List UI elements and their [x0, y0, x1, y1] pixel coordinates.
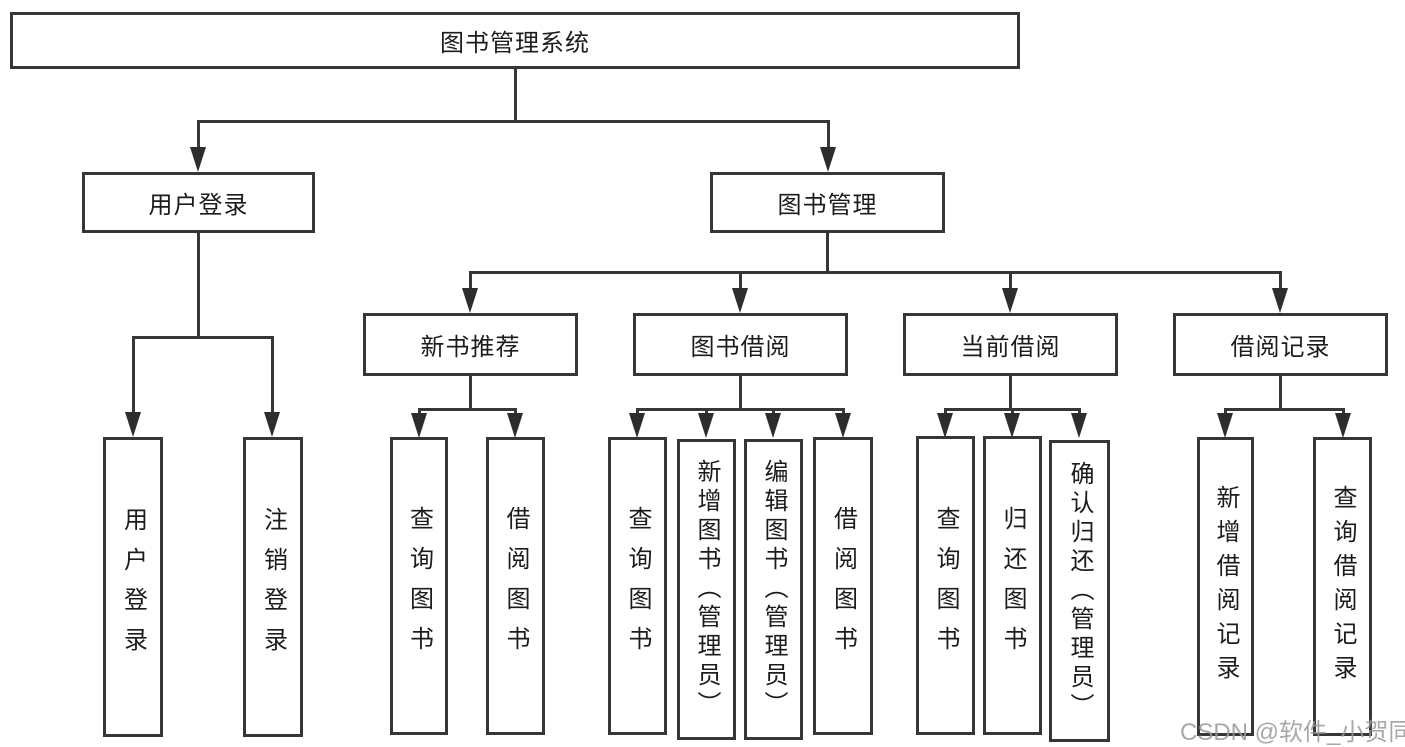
arrow-down-icon	[462, 288, 478, 313]
connector-stem	[1279, 376, 1282, 410]
leaf-user-login: 用户登录	[103, 437, 163, 737]
connector-root-right-drop	[827, 120, 830, 152]
connector-user-login-bar	[132, 336, 274, 339]
node-borrowing-records: 借阅记录	[1173, 313, 1388, 376]
arrow-down-icon	[937, 413, 953, 438]
arrow-down-icon	[125, 412, 141, 437]
arrow-down-icon	[1217, 413, 1233, 438]
arrow-down-icon	[1071, 413, 1087, 438]
connector-drop	[1224, 408, 1227, 416]
connector-drop	[944, 408, 947, 416]
leaf-query-borrow-record: 查询借阅记录	[1313, 437, 1372, 736]
arrow-down-icon	[1002, 288, 1018, 313]
arrow-down-icon	[732, 288, 748, 313]
arrow-down-icon	[190, 147, 206, 172]
arrow-down-icon	[1272, 288, 1288, 313]
connector-drop	[1279, 271, 1282, 291]
connector-drop	[271, 336, 274, 416]
leaf-query-books: 查询图书	[608, 437, 667, 735]
connector-stem	[739, 376, 742, 410]
leaf-borrow-books: 借阅图书	[486, 437, 545, 735]
node-current-borrowing: 当前借阅	[903, 313, 1118, 376]
node-user-login: 用户登录	[82, 172, 315, 233]
connector-drop	[772, 408, 775, 416]
arrow-down-icon	[1335, 413, 1351, 438]
arrow-down-icon	[835, 413, 851, 438]
connector-drop	[469, 271, 472, 291]
connector-root-bar	[197, 120, 830, 123]
leaf-confirm-return-admin: 确认归还（管理员）	[1049, 440, 1110, 742]
arrow-down-icon	[1004, 413, 1020, 438]
leaf-add-borrow-record: 新增借阅记录	[1197, 437, 1254, 736]
arrow-down-icon	[765, 413, 781, 438]
leaf-return-books: 归还图书	[983, 436, 1042, 735]
connector-user-login-stem	[197, 233, 200, 338]
connector-drop	[1009, 271, 1012, 291]
leaf-query-books: 查询图书	[916, 436, 975, 735]
connector-drop	[705, 408, 708, 416]
arrow-down-icon	[629, 413, 645, 438]
leaf-add-books-admin: 新增图书（管理员）	[677, 439, 736, 740]
connector-drop	[1078, 408, 1081, 416]
leaf-borrow-books: 借阅图书	[813, 437, 873, 735]
csdn-watermark: CSDN @软件_小贺同学	[1180, 719, 1405, 746]
connector-stem	[469, 376, 472, 410]
connector-drop	[1342, 408, 1345, 416]
arrow-down-icon	[264, 412, 280, 437]
connector-stem	[1009, 376, 1012, 410]
node-library-management-system: 图书管理系统	[10, 12, 1020, 69]
node-book-management: 图书管理	[710, 172, 945, 233]
connector-root-left-drop	[197, 120, 200, 152]
connector-drop	[739, 271, 742, 291]
connector-book-mgmt-bar	[469, 271, 1282, 274]
connector-drop	[132, 336, 135, 416]
connector-root-stem	[514, 69, 517, 122]
arrow-down-icon	[411, 413, 427, 438]
connector-drop	[636, 408, 639, 416]
arrow-down-icon	[507, 413, 523, 438]
arrow-down-icon	[820, 147, 836, 172]
connector-drop	[842, 408, 845, 416]
connector-bar	[418, 408, 517, 411]
leaf-query-books: 查询图书	[390, 437, 448, 735]
connector-drop	[418, 408, 421, 416]
node-new-book-recommend: 新书推荐	[363, 313, 578, 376]
node-book-borrowing: 图书借阅	[633, 313, 848, 376]
connector-drop	[514, 408, 517, 416]
connector-bar	[636, 408, 845, 411]
arrow-down-icon	[698, 413, 714, 438]
connector-book-mgmt-stem	[826, 233, 829, 274]
connector-bar	[1224, 408, 1344, 411]
leaf-edit-books-admin: 编辑图书（管理员）	[744, 439, 803, 740]
leaf-logout: 注销登录	[243, 437, 303, 737]
connector-drop	[1011, 408, 1014, 416]
